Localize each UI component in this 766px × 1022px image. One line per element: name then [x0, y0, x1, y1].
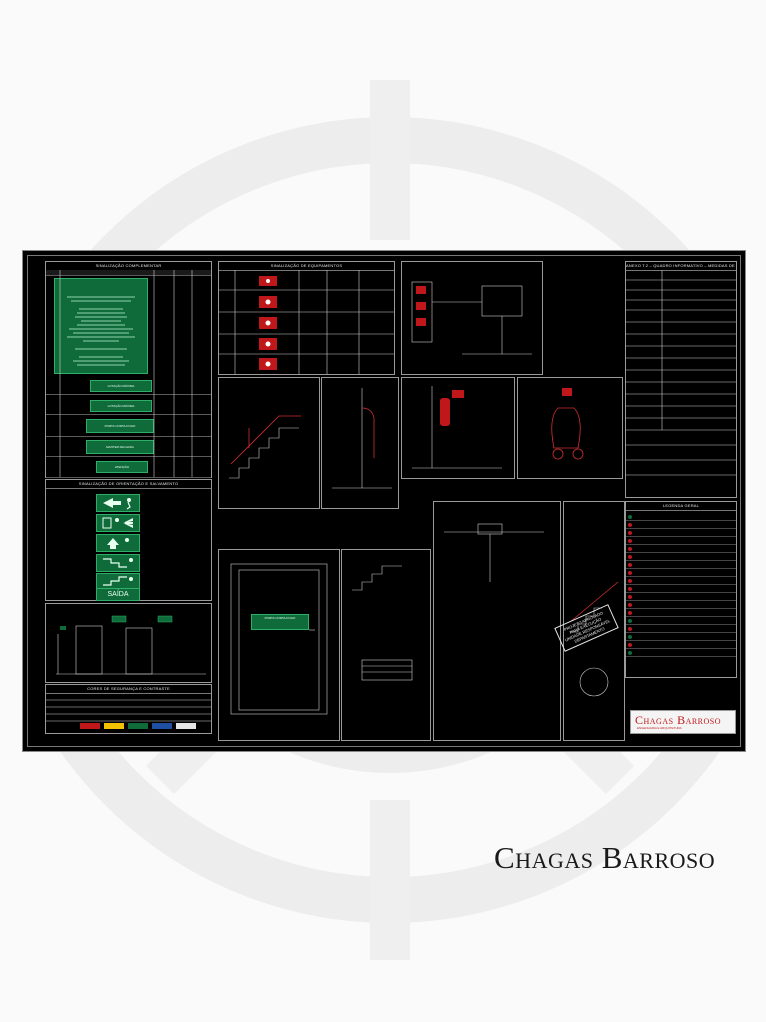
complementary-signage-table: SINALIZAÇÃO COMPLEMENTAR LOTAÇÃO MÁXIMA … — [45, 261, 212, 478]
fire-door-detail: PORTA CORTA-FOGO — [218, 549, 340, 741]
equipment-table-grid — [219, 270, 394, 374]
orientation-table-title: SINALIZAÇÃO DE ORIENTAÇÃO E SALVAMENTO — [46, 480, 211, 489]
stair-section-drawing — [332, 388, 392, 489]
general-legend: LEGENDA GERAL — [625, 501, 737, 678]
exit-sign-elevation — [45, 603, 212, 683]
lighting-drawing — [444, 523, 544, 582]
equipment-signage-table: SINALIZAÇÃO DE EQUIPAMENTOS — [218, 261, 395, 375]
stair-lighting-detail — [563, 501, 625, 741]
brand-wordmark: Chagas Barroso — [494, 840, 716, 875]
exit-up-sign — [96, 534, 140, 552]
green-sign-atencao: ATENÇÃO — [96, 461, 148, 473]
title-block-logo: Chagas Barroso ENGENHARIA E ARQUITETURA — [630, 710, 736, 734]
orientation-signage-table: SINALIZAÇÃO DE ORIENTAÇÃO E SALVAMENTO S… — [45, 479, 212, 601]
title-block-logo-sub: ENGENHARIA E ARQUITETURA — [637, 726, 682, 730]
stair-tread-detail — [341, 549, 431, 741]
legend-title: LEGENDA GERAL — [626, 502, 736, 511]
colors-table-grid — [46, 699, 211, 729]
stair-drawing — [229, 415, 301, 479]
extinguisher-install-detail — [401, 377, 515, 479]
saida-sign: SAÍDA — [96, 588, 140, 601]
colors-table-title: CORES DE SEGURANÇA E CONTRASTE — [46, 685, 211, 694]
stair-lighting-drawing — [569, 581, 619, 697]
equipment-table-title: SINALIZAÇÃO DE EQUIPAMENTOS — [219, 262, 394, 271]
alarm-system-detail — [401, 261, 543, 375]
info-table-grid — [626, 270, 736, 476]
door-sign: PORTA CORTA-FOGO — [251, 614, 309, 630]
title-block-logo-text: Chagas Barroso — [635, 713, 722, 727]
exit-stairs-down-sign — [96, 554, 140, 572]
alarm-diagram — [411, 281, 532, 355]
green-sign-lotacao-2: LOTAÇÃO MÁXIMA — [90, 400, 152, 412]
elevation-drawing — [56, 615, 206, 675]
green-sign-porta-corta-fogo: PORTA CORTA-FOGO — [86, 419, 154, 433]
quadro-title: ANEXO T.2 – QUADRO INFORMATIVO – MEDIDAS… — [626, 262, 736, 271]
stair-section-detail — [321, 377, 399, 509]
door-drawing — [230, 563, 328, 715]
drawing-sheet: SINALIZAÇÃO COMPLEMENTAR LOTAÇÃO MÁXIMA … — [22, 250, 746, 752]
table-grid-lines — [59, 270, 193, 477]
emergency-lighting-detail — [433, 501, 561, 741]
green-sign-manter-fechada: MANTER FECHADA — [86, 440, 154, 454]
green-sign-large — [54, 278, 148, 374]
tread-drawing — [352, 565, 413, 681]
extinguisher-wall-drawing — [412, 386, 502, 469]
extinguisher-elevation-detail — [517, 377, 623, 479]
extinguisher-trolley-drawing — [551, 388, 584, 460]
safety-colors-table: CORES DE SEGURANÇA E CONTRASTE — [45, 684, 212, 734]
info-table: ANEXO T.2 – QUADRO INFORMATIVO – MEDIDAS… — [625, 261, 737, 498]
exit-left-sign — [96, 494, 140, 512]
sign-text-lines — [67, 296, 135, 366]
exit-stairs-up-sign — [96, 573, 140, 589]
green-sign-lotacao-1: LOTAÇÃO MÁXIMA — [90, 380, 152, 392]
sheet-frame — [27, 255, 741, 747]
exit-right-sign — [96, 514, 140, 532]
stair-handrail-detail — [218, 377, 320, 509]
